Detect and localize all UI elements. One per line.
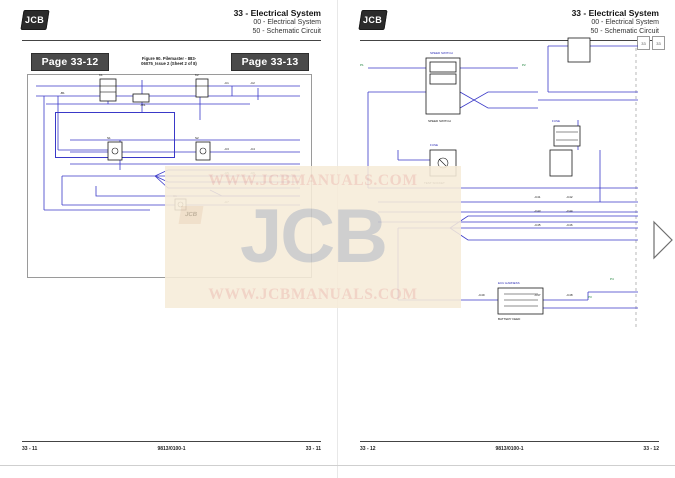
svg-text:SPEED SWITCH: SPEED SWITCH [430, 51, 453, 55]
page-badge-33-13: Page 33-13 [231, 53, 309, 71]
left-page-footer: 33 - 11 9813/0100-1 33 - 11 [22, 444, 321, 454]
figure-caption-line-1: Figure 90. Pilemaster - 883- [141, 56, 197, 61]
footer-divider-left [22, 441, 321, 442]
next-page-arrow-icon[interactable] [653, 220, 673, 260]
svg-text:-C43: -C43 [534, 209, 541, 213]
schematic-drawing-right: SPEED SWITCH SPEED SWITCH FUSE TEST SOCK… [360, 37, 638, 330]
svg-text:ECU HARNESS: ECU HARNESS [498, 281, 520, 285]
header-title-secondary-right: 00 - Electrical System [591, 19, 659, 26]
svg-text:-C7: -C7 [224, 200, 229, 204]
svg-text:-C46: -C46 [566, 223, 573, 227]
footer-page-left: 33 - 11 [22, 446, 38, 452]
page-bottom-rule [0, 465, 675, 466]
svg-text:-C49: -C49 [478, 293, 485, 297]
header-title-primary: 33 - Electrical System [233, 8, 321, 18]
footer-doc-number-right: 9813/0100-1 [495, 446, 524, 452]
svg-text:S2: S2 [195, 136, 199, 140]
svg-text:-C5: -C5 [224, 171, 229, 175]
svg-text:-C41: -C41 [534, 195, 541, 199]
svg-text:K1: K1 [99, 73, 103, 77]
svg-text:BATTERY FEED: BATTERY FEED [498, 317, 521, 321]
figure-caption-left: Figure 90. Pilemaster - 883- 06075_Issue… [120, 56, 218, 67]
page-tab-2[interactable]: 33 [652, 36, 665, 50]
svg-text:-C6: -C6 [250, 171, 255, 175]
page-badge-33-12: Page 33-12 [31, 53, 109, 71]
footer-divider-right [360, 441, 659, 442]
svg-text:P2: P2 [522, 63, 526, 67]
footer-page-right: 33 - 11 [305, 446, 321, 452]
svg-text:-B1: -B1 [60, 91, 65, 95]
footer-page-right-right: 33 - 12 [643, 446, 659, 452]
right-page-header: JCB 33 - Electrical System 00 - Electric… [358, 8, 659, 42]
svg-text:TEST SOCKET: TEST SOCKET [424, 181, 445, 185]
page-tab-1[interactable]: 33 [637, 36, 650, 50]
svg-text:-C44: -C44 [566, 209, 573, 213]
svg-text:-C4: -C4 [250, 147, 255, 151]
left-page: JCB 33 - Electrical System 00 - Electric… [0, 0, 337, 478]
right-page-footer: 33 - 12 9813/0100-1 33 - 12 [360, 444, 659, 454]
header-titles-right: 33 - Electrical System 00 - Electrical S… [572, 8, 659, 36]
svg-text:-W1: -W1 [140, 103, 146, 107]
svg-text:FUSE: FUSE [430, 143, 438, 147]
svg-text:-C2: -C2 [250, 81, 255, 85]
schematic-drawing-left: K1 K2 S1 S2 C1 -C1 -C2 -C3 -C4 -C5 -C6 -… [36, 73, 300, 211]
footer-doc-number: 9813/0100-1 [157, 446, 186, 452]
svg-text:P4: P4 [610, 277, 614, 281]
svg-text:S1: S1 [107, 136, 111, 140]
svg-text:-C48: -C48 [566, 293, 573, 297]
header-titles: 33 - Electrical System 00 - Electrical S… [234, 8, 321, 36]
header-divider-right [360, 40, 659, 41]
svg-text:P1: P1 [360, 63, 364, 67]
svg-text:P3: P3 [588, 295, 592, 299]
svg-text:-C3: -C3 [224, 147, 229, 151]
svg-text:K2: K2 [195, 73, 199, 77]
svg-text:-C1: -C1 [224, 81, 229, 85]
header-title-tertiary: 50 - Schematic Circuit [252, 28, 321, 35]
svg-text:FUSE: FUSE [552, 119, 560, 123]
header-divider [22, 40, 321, 41]
page-tab-row: 33 33 [637, 36, 665, 50]
svg-text:-C47: -C47 [534, 293, 541, 297]
svg-text:C1: C1 [173, 194, 177, 198]
svg-text:-C45: -C45 [534, 223, 541, 227]
right-page: JCB 33 - Electrical System 00 - Electric… [338, 0, 675, 478]
header-title-primary-right: 33 - Electrical System [571, 8, 659, 18]
svg-text:-C42: -C42 [566, 195, 573, 199]
left-page-header: JCB 33 - Electrical System 00 - Electric… [20, 8, 321, 42]
header-title-tertiary-right: 50 - Schematic Circuit [590, 28, 659, 35]
footer-page-left-right: 33 - 12 [360, 446, 376, 452]
figure-caption-line-2: 06075_Issue 2 (Sheet 2 of 8) [141, 61, 197, 67]
svg-text:SPEED SWITCH: SPEED SWITCH [428, 119, 451, 123]
header-title-secondary: 00 - Electrical System [253, 19, 321, 26]
